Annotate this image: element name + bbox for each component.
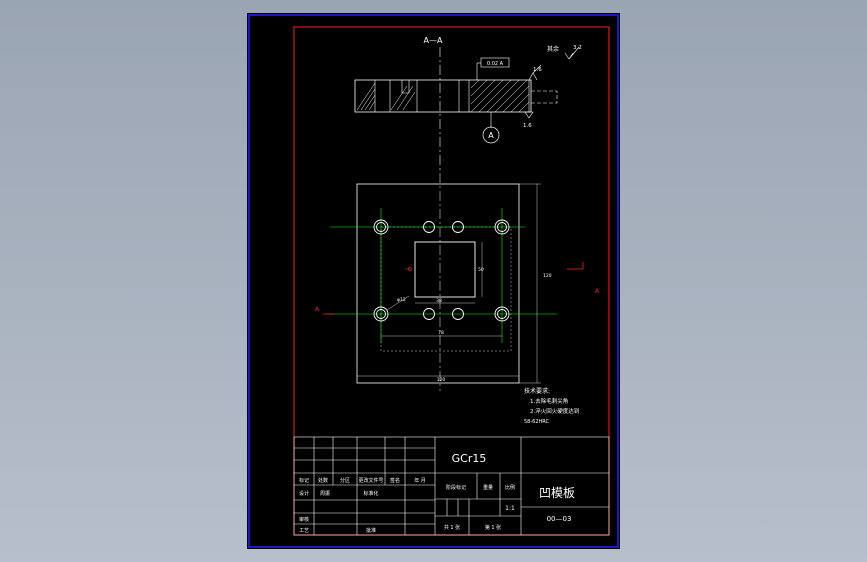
count-label: 处数 — [318, 477, 328, 484]
datum-letter: A — [488, 131, 494, 140]
process-label: 工艺 — [299, 528, 309, 534]
dim-bottom-width: 120 — [437, 377, 446, 383]
surface-mark-2: 1.6 — [523, 123, 532, 129]
dimension-lines — [357, 183, 541, 384]
section-hatch-left — [356, 82, 416, 111]
material: GCr15 — [452, 452, 487, 465]
surface-mark-1: 1.6 — [533, 67, 542, 73]
sheet-index: 第 1 张 — [485, 524, 501, 531]
approve-label: 批准 — [366, 527, 376, 534]
tolerance-value: 0.02 A — [487, 61, 504, 67]
plate-outline — [356, 183, 520, 384]
dim-right-height: 120 — [543, 273, 552, 279]
sheet-border — [248, 14, 619, 548]
die-cavity — [414, 241, 476, 298]
roughness-value: 3.2 — [573, 45, 582, 51]
title-block — [293, 436, 610, 536]
weight-label: 重量 — [483, 484, 493, 491]
tech-req-1: 1.去除毛刺尖角 — [530, 397, 568, 405]
drawing-canvas: A—A 0.02 A A 1.6 1.6 其 — [248, 14, 619, 548]
tolerance-frame — [480, 57, 510, 68]
dim-small-height: 50 — [478, 267, 484, 273]
zone-label: 分区 — [340, 477, 350, 484]
roughness-symbol — [564, 46, 580, 60]
section-mark-right: A — [595, 288, 600, 295]
stage-mark-label: 阶段标记 — [446, 484, 466, 491]
tech-req-2: 2.淬火回火硬度达到 — [530, 407, 579, 415]
tech-req-3: 58-62HRC — [524, 419, 550, 425]
part-name: 凹模板 — [539, 486, 575, 500]
date-label: 年 月 — [414, 477, 426, 484]
center-lines — [330, 208, 557, 343]
review-label: 审核 — [299, 516, 309, 523]
dim-small-width: 38 — [436, 298, 442, 304]
scale: 1:1 — [505, 505, 515, 512]
drawing-no: 00—03 — [547, 515, 572, 523]
roughness-label: 其余 — [547, 45, 559, 53]
section-label: A—A — [424, 36, 443, 45]
drawing-sheet: A—A 0.02 A A 1.6 1.6 其 — [247, 13, 620, 549]
roughness-mark-bottom — [524, 111, 534, 119]
mounting-holes — [373, 219, 510, 322]
section-hatch-right — [470, 79, 530, 113]
mark-label: 标记 — [299, 477, 309, 484]
roughness-mark-top — [528, 64, 542, 81]
design-label: 设计 — [299, 490, 309, 497]
section-outline — [354, 79, 532, 113]
standard-label: 标准化 — [363, 490, 378, 497]
dim-circle: φ12 — [397, 297, 406, 303]
dim-left-width: 78 — [438, 330, 444, 336]
section-cut-marks — [323, 262, 584, 315]
change-doc-label: 更改文件号 — [358, 477, 383, 484]
datum-circle — [482, 126, 500, 144]
design-name: 周振 — [320, 490, 330, 497]
scale-label: 比例 — [505, 484, 515, 491]
signature-label: 签名 — [390, 477, 400, 484]
inner-outline — [380, 226, 512, 352]
section-mark-left: A — [315, 306, 320, 313]
sheet-total: 共 1 张 — [444, 524, 460, 531]
tech-req-title: 技术要求: — [524, 387, 550, 395]
